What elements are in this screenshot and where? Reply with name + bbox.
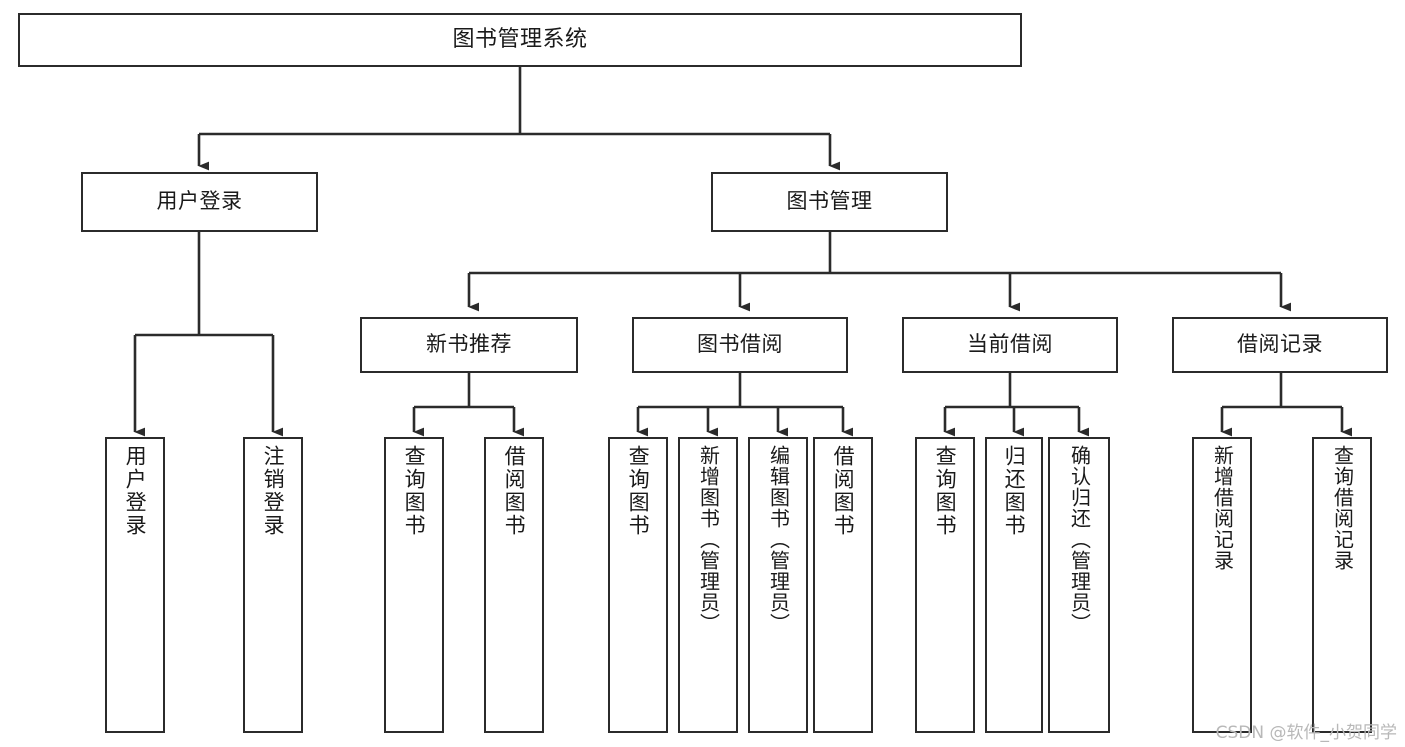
leaf-label: 注销登录 <box>261 445 286 537</box>
node-book-borrow[interactable]: 图书借阅 <box>632 317 848 373</box>
node-book-management[interactable]: 图书管理 <box>711 172 948 232</box>
node-current-borrow[interactable]: 当前借阅 <box>902 317 1118 373</box>
leaf-borrow-record-query[interactable]: 查询借阅记录 <box>1312 437 1372 733</box>
leaf-label: 借阅图书 <box>831 445 856 537</box>
leaf-label: 查询图书 <box>626 445 651 537</box>
leaf-label: 新增图书（管理员） <box>696 445 721 634</box>
node-label: 借阅记录 <box>1237 332 1323 357</box>
leaf-user-login-logout[interactable]: 注销登录 <box>243 437 303 733</box>
leaf-book-borrow-edit[interactable]: 编辑图书（管理员） <box>748 437 808 733</box>
node-root-system[interactable]: 图书管理系统 <box>18 13 1022 67</box>
leaf-borrow-record-add[interactable]: 新增借阅记录 <box>1192 437 1252 733</box>
node-label: 当前借阅 <box>967 332 1053 357</box>
leaf-user-login-login[interactable]: 用户登录 <box>105 437 165 733</box>
leaf-label: 查询图书 <box>933 445 958 537</box>
leaf-label: 借阅图书 <box>502 445 527 537</box>
leaf-current-borrow-query[interactable]: 查询图书 <box>915 437 975 733</box>
leaf-book-borrow-query[interactable]: 查询图书 <box>608 437 668 733</box>
node-borrow-record[interactable]: 借阅记录 <box>1172 317 1388 373</box>
leaf-current-borrow-return[interactable]: 归还图书 <box>985 437 1043 733</box>
leaf-current-borrow-confirm[interactable]: 确认归还（管理员） <box>1048 437 1110 733</box>
leaf-label: 查询图书 <box>402 445 427 537</box>
leaf-book-borrow-borrow[interactable]: 借阅图书 <box>813 437 873 733</box>
leaf-label: 用户登录 <box>123 445 148 537</box>
leaf-label: 查询借阅记录 <box>1330 445 1355 571</box>
node-label: 用户登录 <box>156 189 243 214</box>
leaf-label: 归还图书 <box>1002 445 1027 537</box>
leaf-new-book-query[interactable]: 查询图书 <box>384 437 444 733</box>
node-new-book-recommend[interactable]: 新书推荐 <box>360 317 578 373</box>
leaf-new-book-borrow[interactable]: 借阅图书 <box>484 437 544 733</box>
node-label: 新书推荐 <box>426 332 512 357</box>
leaf-label: 确认归还（管理员） <box>1067 445 1092 634</box>
node-label: 图书管理 <box>786 189 873 214</box>
node-label: 图书借阅 <box>697 332 783 357</box>
leaf-label: 编辑图书（管理员） <box>766 445 791 634</box>
leaf-label: 新增借阅记录 <box>1210 445 1235 571</box>
node-user-login[interactable]: 用户登录 <box>81 172 318 232</box>
node-label: 图书管理系统 <box>452 26 588 52</box>
leaf-book-borrow-add[interactable]: 新增图书（管理员） <box>678 437 738 733</box>
